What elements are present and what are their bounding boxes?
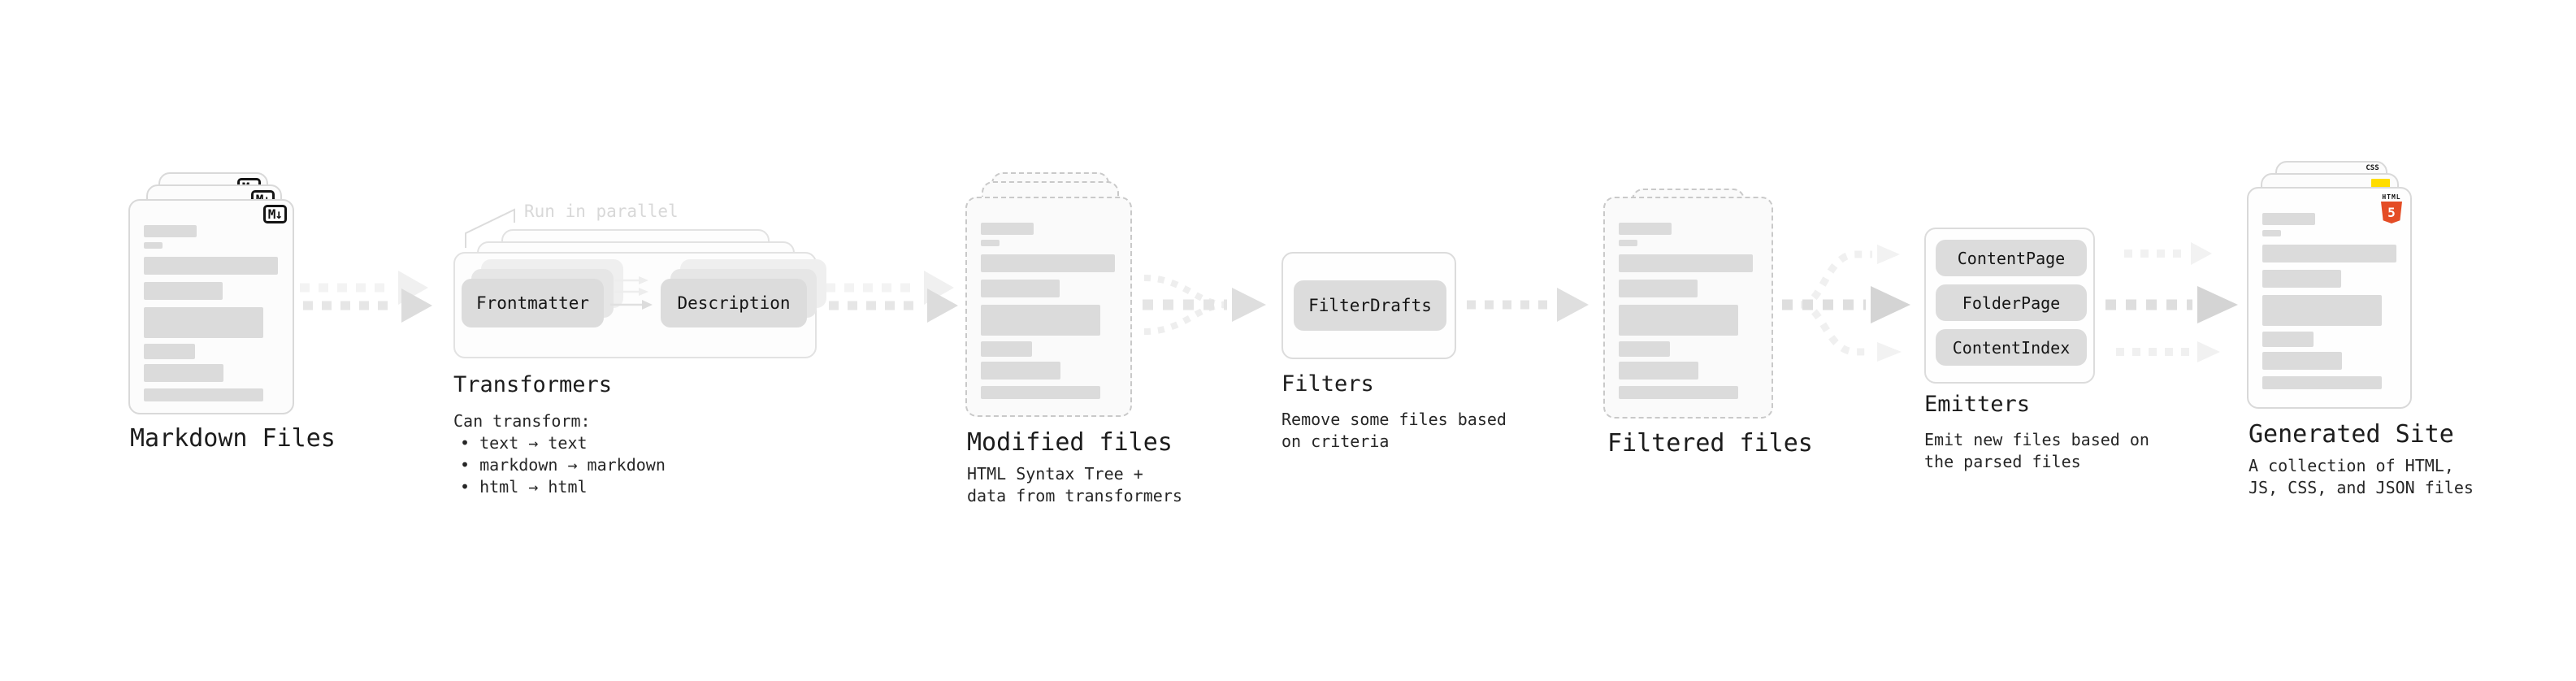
text-line-bar (2262, 245, 2396, 262)
flow-arrow-modified-to-filters (1143, 275, 1266, 335)
transformers-desc-line: • markdown → markdown (460, 455, 666, 475)
markdown-icon: M↓ (262, 205, 287, 223)
content-page-emitter-pill: ContentPage (1936, 240, 2087, 276)
modified-files-label: Modified files (967, 428, 1173, 457)
text-line-bar (2262, 332, 2314, 347)
flow-arrow-emitters-to-generated (2105, 242, 2238, 362)
modified-files-stack (965, 172, 1138, 424)
text-line-bar (981, 362, 1060, 380)
modified-file-card-front (965, 197, 1132, 417)
filters-desc-line: Remove some files based (1281, 410, 1507, 429)
text-line-bar (981, 280, 1060, 297)
text-line-bar (1619, 341, 1670, 357)
transformers-desc-line: • html → html (460, 477, 588, 497)
text-line-bar (2262, 213, 2315, 225)
markdown-file-card-front: M↓ (128, 199, 294, 414)
text-line-bar (1619, 386, 1738, 399)
filtered-files-label: Filtered files (1607, 429, 1813, 458)
javascript-icon (2371, 179, 2390, 189)
filters-card: FilterDrafts (1281, 252, 1456, 359)
emitters-desc-line: the parsed files (1924, 452, 2081, 471)
modified-files-desc-line: HTML Syntax Tree + (967, 464, 1143, 484)
text-line-bar (2262, 352, 2342, 370)
modified-files-desc-line: data from transformers (967, 486, 1182, 505)
text-line-bar (981, 223, 1034, 235)
html-file-card: HTML 5 (2247, 187, 2412, 409)
text-line-bar (144, 364, 223, 382)
html5-icon-shield: 5 (2381, 202, 2402, 223)
content-index-emitter-pill: ContentIndex (1936, 329, 2087, 366)
transformers-heading: Transformers (453, 372, 613, 397)
text-line-bar (1619, 240, 1637, 246)
transformer-internal-arrows (610, 276, 653, 310)
frontmatter-transformer-pill: Frontmatter (462, 279, 604, 327)
emitters-description: Emit new files based on the parsed files (1924, 429, 2149, 473)
flow-arrow-filters-to-filtered (1467, 288, 1589, 322)
filters-desc-line: on criteria (1281, 432, 1390, 451)
text-line-bar (1619, 223, 1672, 235)
document-skeleton-lines (1619, 223, 1753, 399)
markdown-files-label: Markdown Files (130, 424, 336, 453)
filtered-file-card-front (1603, 197, 1773, 419)
text-line-bar (1619, 280, 1698, 297)
text-line-bar (981, 386, 1100, 399)
description-transformer-pill: Description (661, 279, 807, 327)
text-line-bar (981, 341, 1032, 357)
text-line-bar (144, 388, 263, 401)
generated-site-description: A collection of HTML, JS, CSS, and JSON … (2249, 455, 2474, 499)
text-line-bar (981, 240, 1000, 246)
flow-arrow-transformers-to-modified (826, 271, 958, 323)
text-line-bar (144, 282, 223, 300)
generated-site-stack: CSS HTML 5 (2247, 161, 2419, 413)
html5-icon-label: HTML (2382, 193, 2401, 201)
transformers-description: Can transform: • text → text • markdown … (453, 410, 666, 498)
modified-files-description: HTML Syntax Tree + data from transformer… (967, 463, 1182, 507)
html5-icon: HTML 5 (2379, 193, 2404, 223)
filters-heading: Filters (1281, 371, 1374, 397)
document-skeleton-lines (144, 225, 278, 401)
filtered-files-stack (1603, 189, 1776, 424)
run-in-parallel-note: Run in parallel (524, 202, 679, 221)
run-in-parallel-callout-line (465, 208, 515, 248)
css-icon-label: CSS (2366, 164, 2379, 172)
text-line-bar (2262, 376, 2382, 389)
emitters-card: ContentPage FolderPage ContentIndex (1924, 228, 2095, 384)
text-line-bar (144, 257, 278, 275)
folder-page-emitter-pill: FolderPage (1936, 284, 2087, 321)
text-line-bar (1619, 254, 1753, 272)
text-line-bar (981, 254, 1115, 272)
text-line-bar (1619, 305, 1738, 336)
text-line-bar (2262, 295, 2382, 326)
text-line-bar (144, 242, 163, 249)
emitters-heading: Emitters (1924, 392, 2031, 417)
document-skeleton-lines (981, 223, 1115, 399)
filter-drafts-pill: FilterDrafts (1294, 280, 1446, 331)
emitters-desc-line: Emit new files based on (1924, 430, 2149, 449)
transformers-desc-line: Can transform: (453, 411, 591, 431)
generated-site-desc-line: JS, CSS, and JSON files (2249, 478, 2474, 497)
text-line-bar (144, 344, 195, 359)
document-skeleton-lines (2262, 213, 2396, 389)
generated-site-label: Generated Site (2249, 420, 2454, 449)
flow-arrow-filtered-to-emitters (1782, 245, 1910, 362)
generated-site-desc-line: A collection of HTML, (2249, 456, 2454, 475)
markdown-files-stack: M↓ M↓ M↓ (128, 172, 299, 416)
flow-arrow-markdown-to-transformers (300, 271, 432, 323)
text-line-bar (2262, 230, 2281, 236)
text-line-bar (1619, 362, 1698, 380)
text-line-bar (2262, 270, 2341, 288)
html5-icon-number: 5 (2387, 205, 2396, 220)
text-line-bar (981, 305, 1100, 336)
transformers-desc-line: • text → text (460, 433, 588, 453)
text-line-bar (144, 225, 197, 237)
text-line-bar (144, 307, 263, 338)
filters-description: Remove some files based on criteria (1281, 409, 1507, 453)
